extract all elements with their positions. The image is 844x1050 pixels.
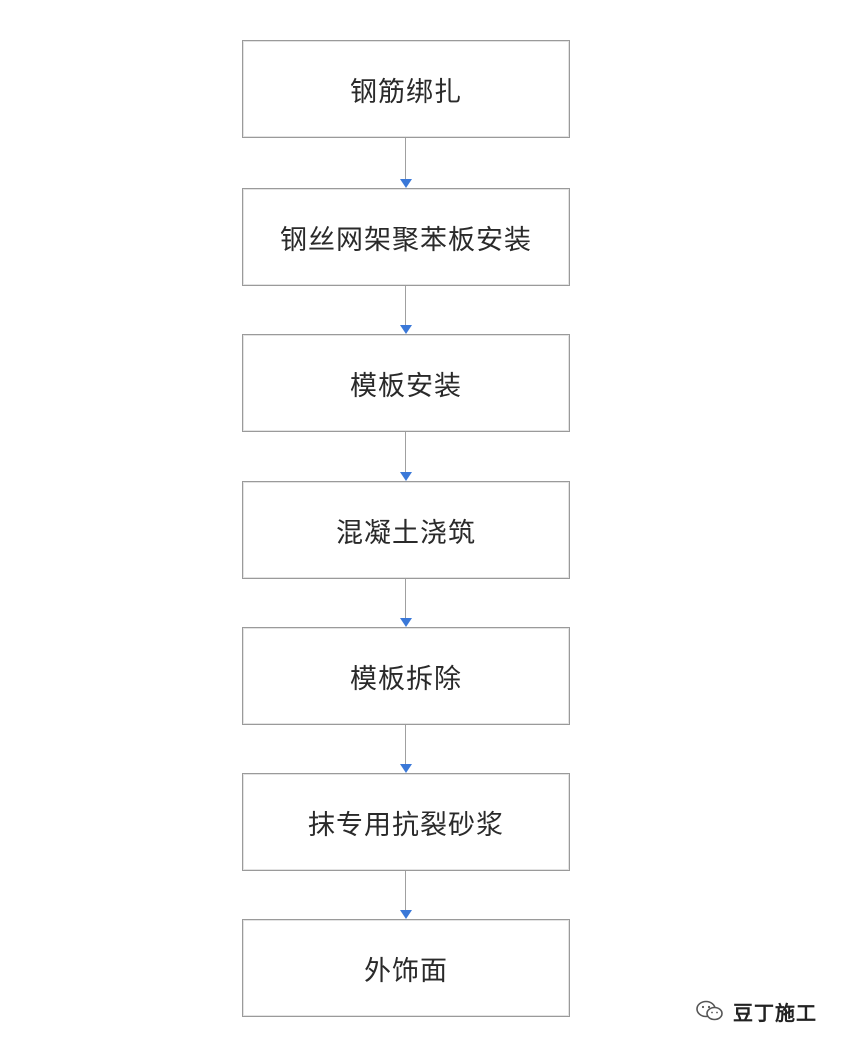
step-formwork-install: 模板安装 <box>242 334 570 432</box>
arrow-head-icon <box>400 325 412 334</box>
flow-arrow <box>400 871 412 919</box>
arrow-head-icon <box>400 618 412 627</box>
arrow-head-icon <box>400 910 412 919</box>
flow-arrow <box>400 138 412 188</box>
flow-arrow <box>400 286 412 334</box>
step-label: 抹专用抗裂砂浆 <box>308 809 504 841</box>
step-crack-resistant-mortar: 抹专用抗裂砂浆 <box>242 773 570 871</box>
flow-arrow <box>400 725 412 773</box>
step-label: 混凝土浇筑 <box>336 517 476 549</box>
watermark-text: 豆丁施工 <box>733 1000 817 1025</box>
step-label: 外饰面 <box>364 955 448 987</box>
arrow-head-icon <box>400 472 412 481</box>
step-exterior-finish: 外饰面 <box>242 919 570 1017</box>
flow-arrow <box>400 432 412 481</box>
step-formwork-removal: 模板拆除 <box>242 627 570 725</box>
step-label: 钢丝网架聚苯板安装 <box>280 224 532 256</box>
step-label: 模板拆除 <box>350 663 462 695</box>
flow-arrow <box>400 579 412 627</box>
step-eps-panel-install: 钢丝网架聚苯板安装 <box>242 188 570 286</box>
step-concrete-pouring: 混凝土浇筑 <box>242 481 570 579</box>
step-label: 钢筋绑扎 <box>350 76 462 108</box>
arrow-head-icon <box>400 764 412 773</box>
step-rebar-binding: 钢筋绑扎 <box>242 40 570 138</box>
wechat-icon <box>696 1000 723 1021</box>
step-label: 模板安装 <box>350 370 462 402</box>
arrow-head-icon <box>400 179 412 188</box>
watermark: 豆丁施工 <box>695 996 817 1026</box>
